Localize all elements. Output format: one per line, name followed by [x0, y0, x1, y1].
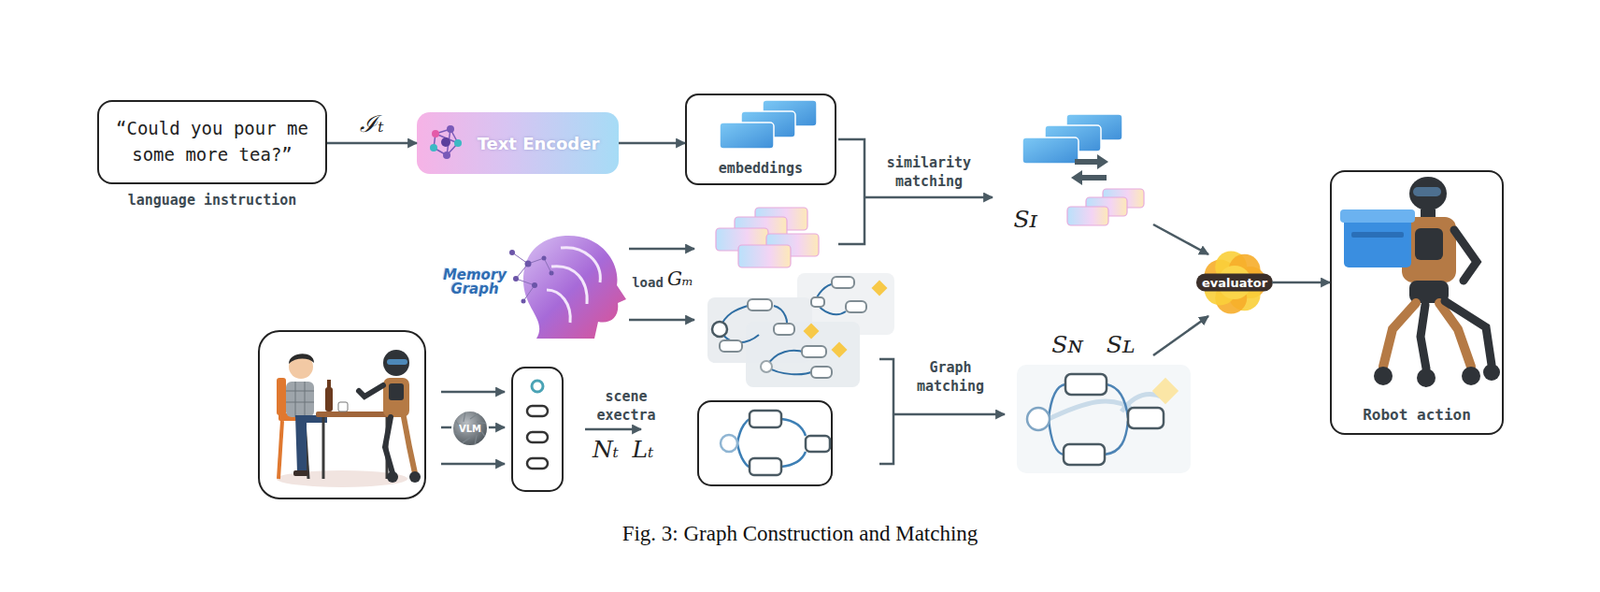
math-symbol: Nₜ: [592, 435, 619, 463]
encoder-label: Text Encoder: [477, 133, 600, 154]
vlm-label: VLM: [450, 423, 490, 434]
similarity-label: similarity matching: [886, 154, 972, 191]
math-symbol: Sɪ: [1013, 205, 1037, 233]
evaluator-badge: evaluator: [1197, 248, 1272, 316]
load-label: load: [631, 274, 664, 290]
embeddings-label: embeddings: [686, 159, 835, 177]
robot-action-label: Robot action: [1331, 405, 1502, 424]
math-symbol: Lₜ: [632, 435, 655, 463]
math-symbol: Gₘ: [667, 267, 694, 290]
instruction-text: “Could you pour me some more tea?”: [112, 115, 313, 168]
arrow: [1153, 224, 1209, 255]
connector-arrow: [1271, 281, 1330, 285]
robot-illustration: [1340, 176, 1500, 387]
connector-arrow: [618, 142, 686, 145]
bracket: [838, 139, 865, 244]
vlm-circle: VLM: [450, 408, 490, 448]
arrow: [864, 196, 993, 200]
memory-graph-logo: Memory Graph: [442, 268, 507, 297]
robot-action-box: Robot action: [1329, 170, 1504, 435]
scene-elements: [512, 367, 563, 491]
memory-embeddings: [715, 207, 819, 268]
similarity-illustration: [1022, 114, 1144, 226]
extract-label: scene exectra: [596, 387, 656, 425]
figure-caption: Fig. 3: Graph Construction and Matching: [0, 521, 1600, 546]
arrow: [1153, 315, 1209, 356]
evaluator-label: evaluator: [1196, 273, 1273, 292]
matching-illustration: [1016, 364, 1191, 473]
scene-graph: [698, 400, 832, 486]
encoder-box: Text Encoder: [416, 112, 619, 174]
memory-head: [509, 235, 627, 339]
instruction-caption: language instruction: [80, 191, 344, 209]
arrow: [628, 247, 695, 251]
instruction-box: “Could you pour me some more tea?”langua…: [97, 100, 328, 185]
arrow: [893, 413, 1005, 416]
arrow: [441, 390, 505, 394]
graph-matching-label: Graph matching: [916, 358, 985, 396]
arrow: [585, 428, 642, 431]
bracket: [879, 358, 894, 464]
edge-label: ℐₜ: [359, 106, 384, 139]
embedding-cards: [719, 100, 817, 149]
arrow: [628, 318, 695, 322]
embeddings-box: embeddings: [685, 93, 837, 186]
math-symbol: Sʟ: [1106, 330, 1136, 358]
math-symbol: Sɴ: [1051, 330, 1083, 358]
arrow: [441, 462, 505, 466]
connector-arrow: [327, 142, 417, 145]
memory-graphs: [707, 272, 895, 387]
scene-illustration: [258, 330, 426, 499]
